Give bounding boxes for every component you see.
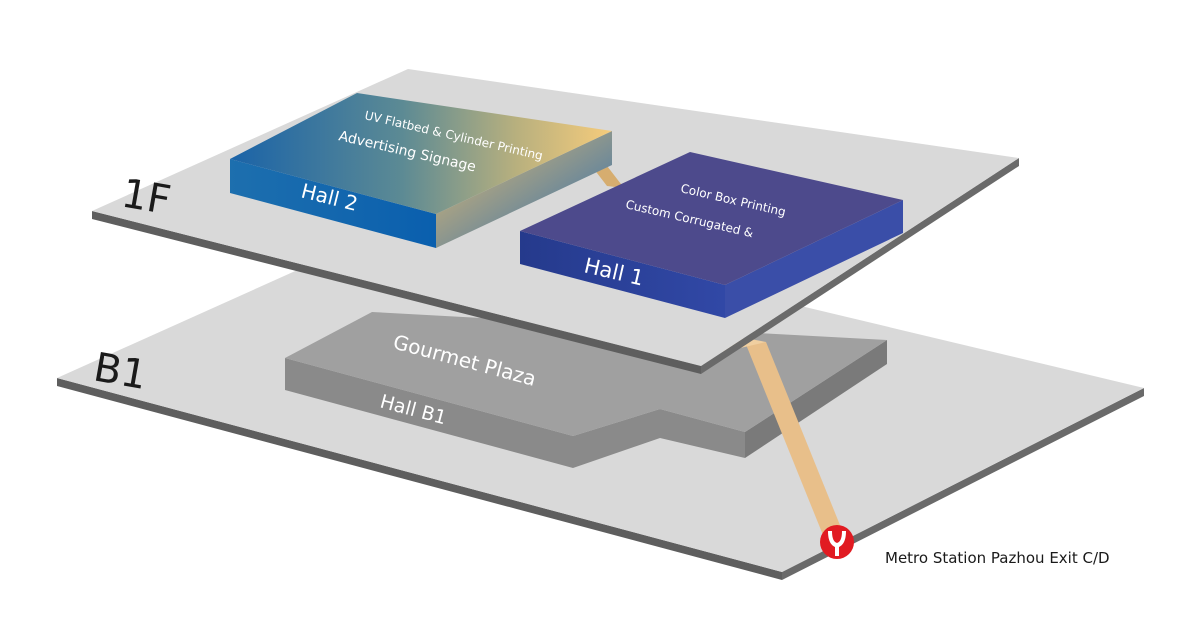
hall-1[interactable]: Color Box Printing Custom Corrugated & H… — [520, 152, 903, 318]
hall-2-front-face — [230, 159, 436, 248]
floor-1f-right-edge — [701, 158, 1019, 374]
hall-b1-front-face — [285, 358, 745, 468]
hall-2[interactable]: UV Flatbed & Cylinder Printing Advertisi… — [230, 93, 612, 248]
floor-1f-front-edge — [92, 211, 701, 374]
metro-symbol — [828, 531, 846, 556]
floor-1f-label: 1F — [118, 171, 174, 225]
floor-b1-right-edge — [782, 388, 1144, 580]
hall-1-front-face — [520, 231, 725, 318]
hall-1-top — [520, 152, 903, 285]
floor-b1-label: B1 — [90, 345, 150, 399]
metro-exit-label: Metro Station Pazhou Exit C/D — [885, 549, 1110, 567]
hall-2-top — [230, 93, 612, 214]
metro-marker[interactable] — [820, 525, 854, 559]
walkway-ramp — [745, 342, 846, 540]
hall-2-right-face — [436, 131, 612, 248]
floor-b1-front-edge — [57, 378, 782, 580]
hall-1-right-face — [725, 200, 903, 318]
